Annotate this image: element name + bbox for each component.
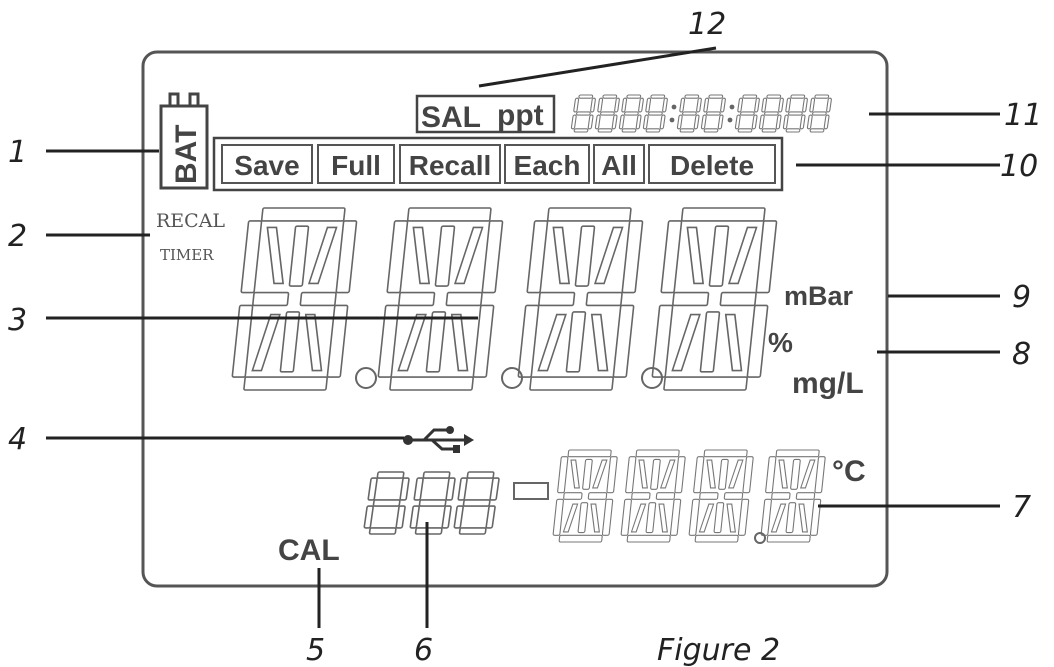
- memory-button-all: All: [601, 150, 637, 181]
- colon-dot: [671, 104, 677, 110]
- dash-segment: [513, 482, 549, 500]
- callout-3: 3: [8, 303, 27, 338]
- callout-2: 2: [8, 219, 27, 254]
- lower-display: [363, 471, 500, 535]
- leader-lines: [46, 46, 1000, 628]
- memory-button-box: [504, 144, 590, 184]
- battery-label: BAT: [170, 125, 203, 184]
- decimal-point: [501, 367, 523, 389]
- datetime-digit: [782, 94, 808, 133]
- main-digit: [517, 207, 644, 391]
- callout-numbers: 1 2 3 4 5 6 7 8 9 10 11 12: [8, 7, 1042, 667]
- memory-bar: [212, 136, 784, 192]
- memory-button-recall: Recall: [409, 150, 492, 181]
- temperature-digit: [552, 449, 618, 543]
- temperature-digit: [620, 449, 686, 543]
- colon-dot: [729, 104, 735, 110]
- datetime-display: [570, 94, 832, 133]
- memory-buttons: Save Full Recall Each All Delete: [221, 144, 776, 184]
- memory-button-save: Save: [234, 150, 299, 181]
- unit-mbar: mBar: [784, 281, 854, 311]
- datetime-digit: [642, 94, 668, 133]
- ppt-label: ppt: [497, 99, 544, 132]
- callout-7: 7: [1012, 490, 1031, 525]
- memory-button-box: [593, 144, 645, 184]
- timer-label: TIMER: [160, 246, 214, 264]
- memory-button-full: Full: [331, 150, 381, 181]
- recal-label: RECAL: [156, 210, 225, 232]
- unit-percent: %: [768, 327, 793, 358]
- callout-4: 4: [8, 422, 27, 457]
- channel-digit: [453, 471, 500, 535]
- callout-11: 11: [1004, 98, 1042, 133]
- datetime-digit: [806, 94, 832, 133]
- callout-12: 12: [688, 7, 726, 42]
- callout-10: 10: [1000, 149, 1038, 184]
- leader-12: [478, 46, 717, 88]
- memory-button-delete: Delete: [670, 150, 754, 181]
- callout-6: 6: [414, 633, 433, 667]
- unit-celsius: °C: [832, 455, 866, 488]
- callout-8: 8: [1012, 337, 1031, 372]
- decimal-point: [355, 367, 377, 389]
- sal-label: SAL: [421, 101, 481, 134]
- datetime-digit: [618, 94, 644, 133]
- battery-icon: BAT: [159, 92, 209, 190]
- unit-mgl: mg/L: [792, 367, 864, 400]
- datetime-digit: [594, 94, 620, 133]
- memory-button-box: [648, 144, 776, 184]
- datetime-digit: [676, 94, 702, 133]
- main-digit: [377, 207, 504, 391]
- datetime-digit: [700, 94, 726, 133]
- sal-ppt-box: [415, 94, 556, 134]
- channel-digit: [363, 471, 410, 535]
- main-display: [231, 207, 778, 391]
- main-digit: [651, 207, 778, 391]
- cal-label: CAL: [278, 534, 340, 567]
- callout-5: 5: [306, 633, 325, 667]
- temperature-decimal-point: [754, 532, 766, 544]
- callout-9: 9: [1012, 280, 1031, 315]
- decimal-point: [641, 367, 663, 389]
- temperature-digit: [688, 449, 754, 543]
- memory-button-box: [399, 144, 501, 184]
- memory-button-box: [317, 144, 395, 184]
- colon-dot: [727, 117, 733, 123]
- datetime-digit: [570, 94, 596, 133]
- memory-button-each: Each: [514, 150, 581, 181]
- temperature-display: [552, 449, 826, 544]
- datetime-digit: [734, 94, 760, 133]
- channel-digit: [409, 471, 456, 535]
- figure-caption: Figure 2: [657, 633, 780, 667]
- colon-dot: [669, 117, 675, 123]
- memory-button-box: [221, 144, 313, 184]
- datetime-digit: [758, 94, 784, 133]
- usb-icon: [403, 426, 474, 453]
- callout-1: 1: [8, 135, 27, 170]
- main-digit: [231, 207, 358, 391]
